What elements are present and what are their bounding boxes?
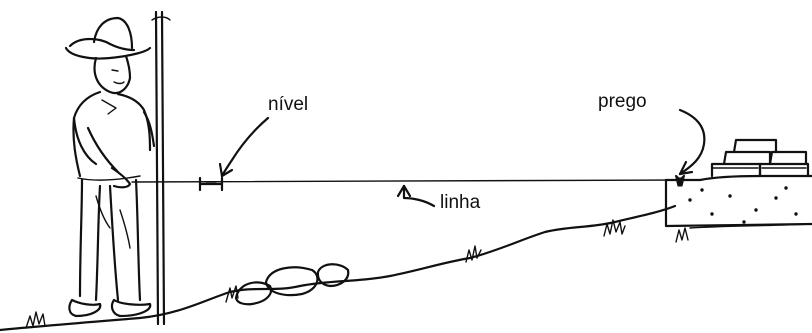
arrow-to-line <box>396 184 436 208</box>
bricks <box>710 138 810 178</box>
arrow-to-level <box>218 116 270 178</box>
rocks <box>234 263 350 306</box>
label-level: nível <box>268 94 309 115</box>
foundation-texture <box>688 186 798 224</box>
arrow-to-nail <box>678 108 706 176</box>
label-line: linha <box>440 192 481 213</box>
string-line <box>131 179 681 183</box>
foundation-block <box>664 174 812 228</box>
line-level-device <box>198 176 224 192</box>
farmer-figure <box>64 16 156 318</box>
grass-tufts <box>25 219 689 329</box>
label-nail: prego <box>598 91 647 112</box>
measuring-pole <box>151 10 171 326</box>
